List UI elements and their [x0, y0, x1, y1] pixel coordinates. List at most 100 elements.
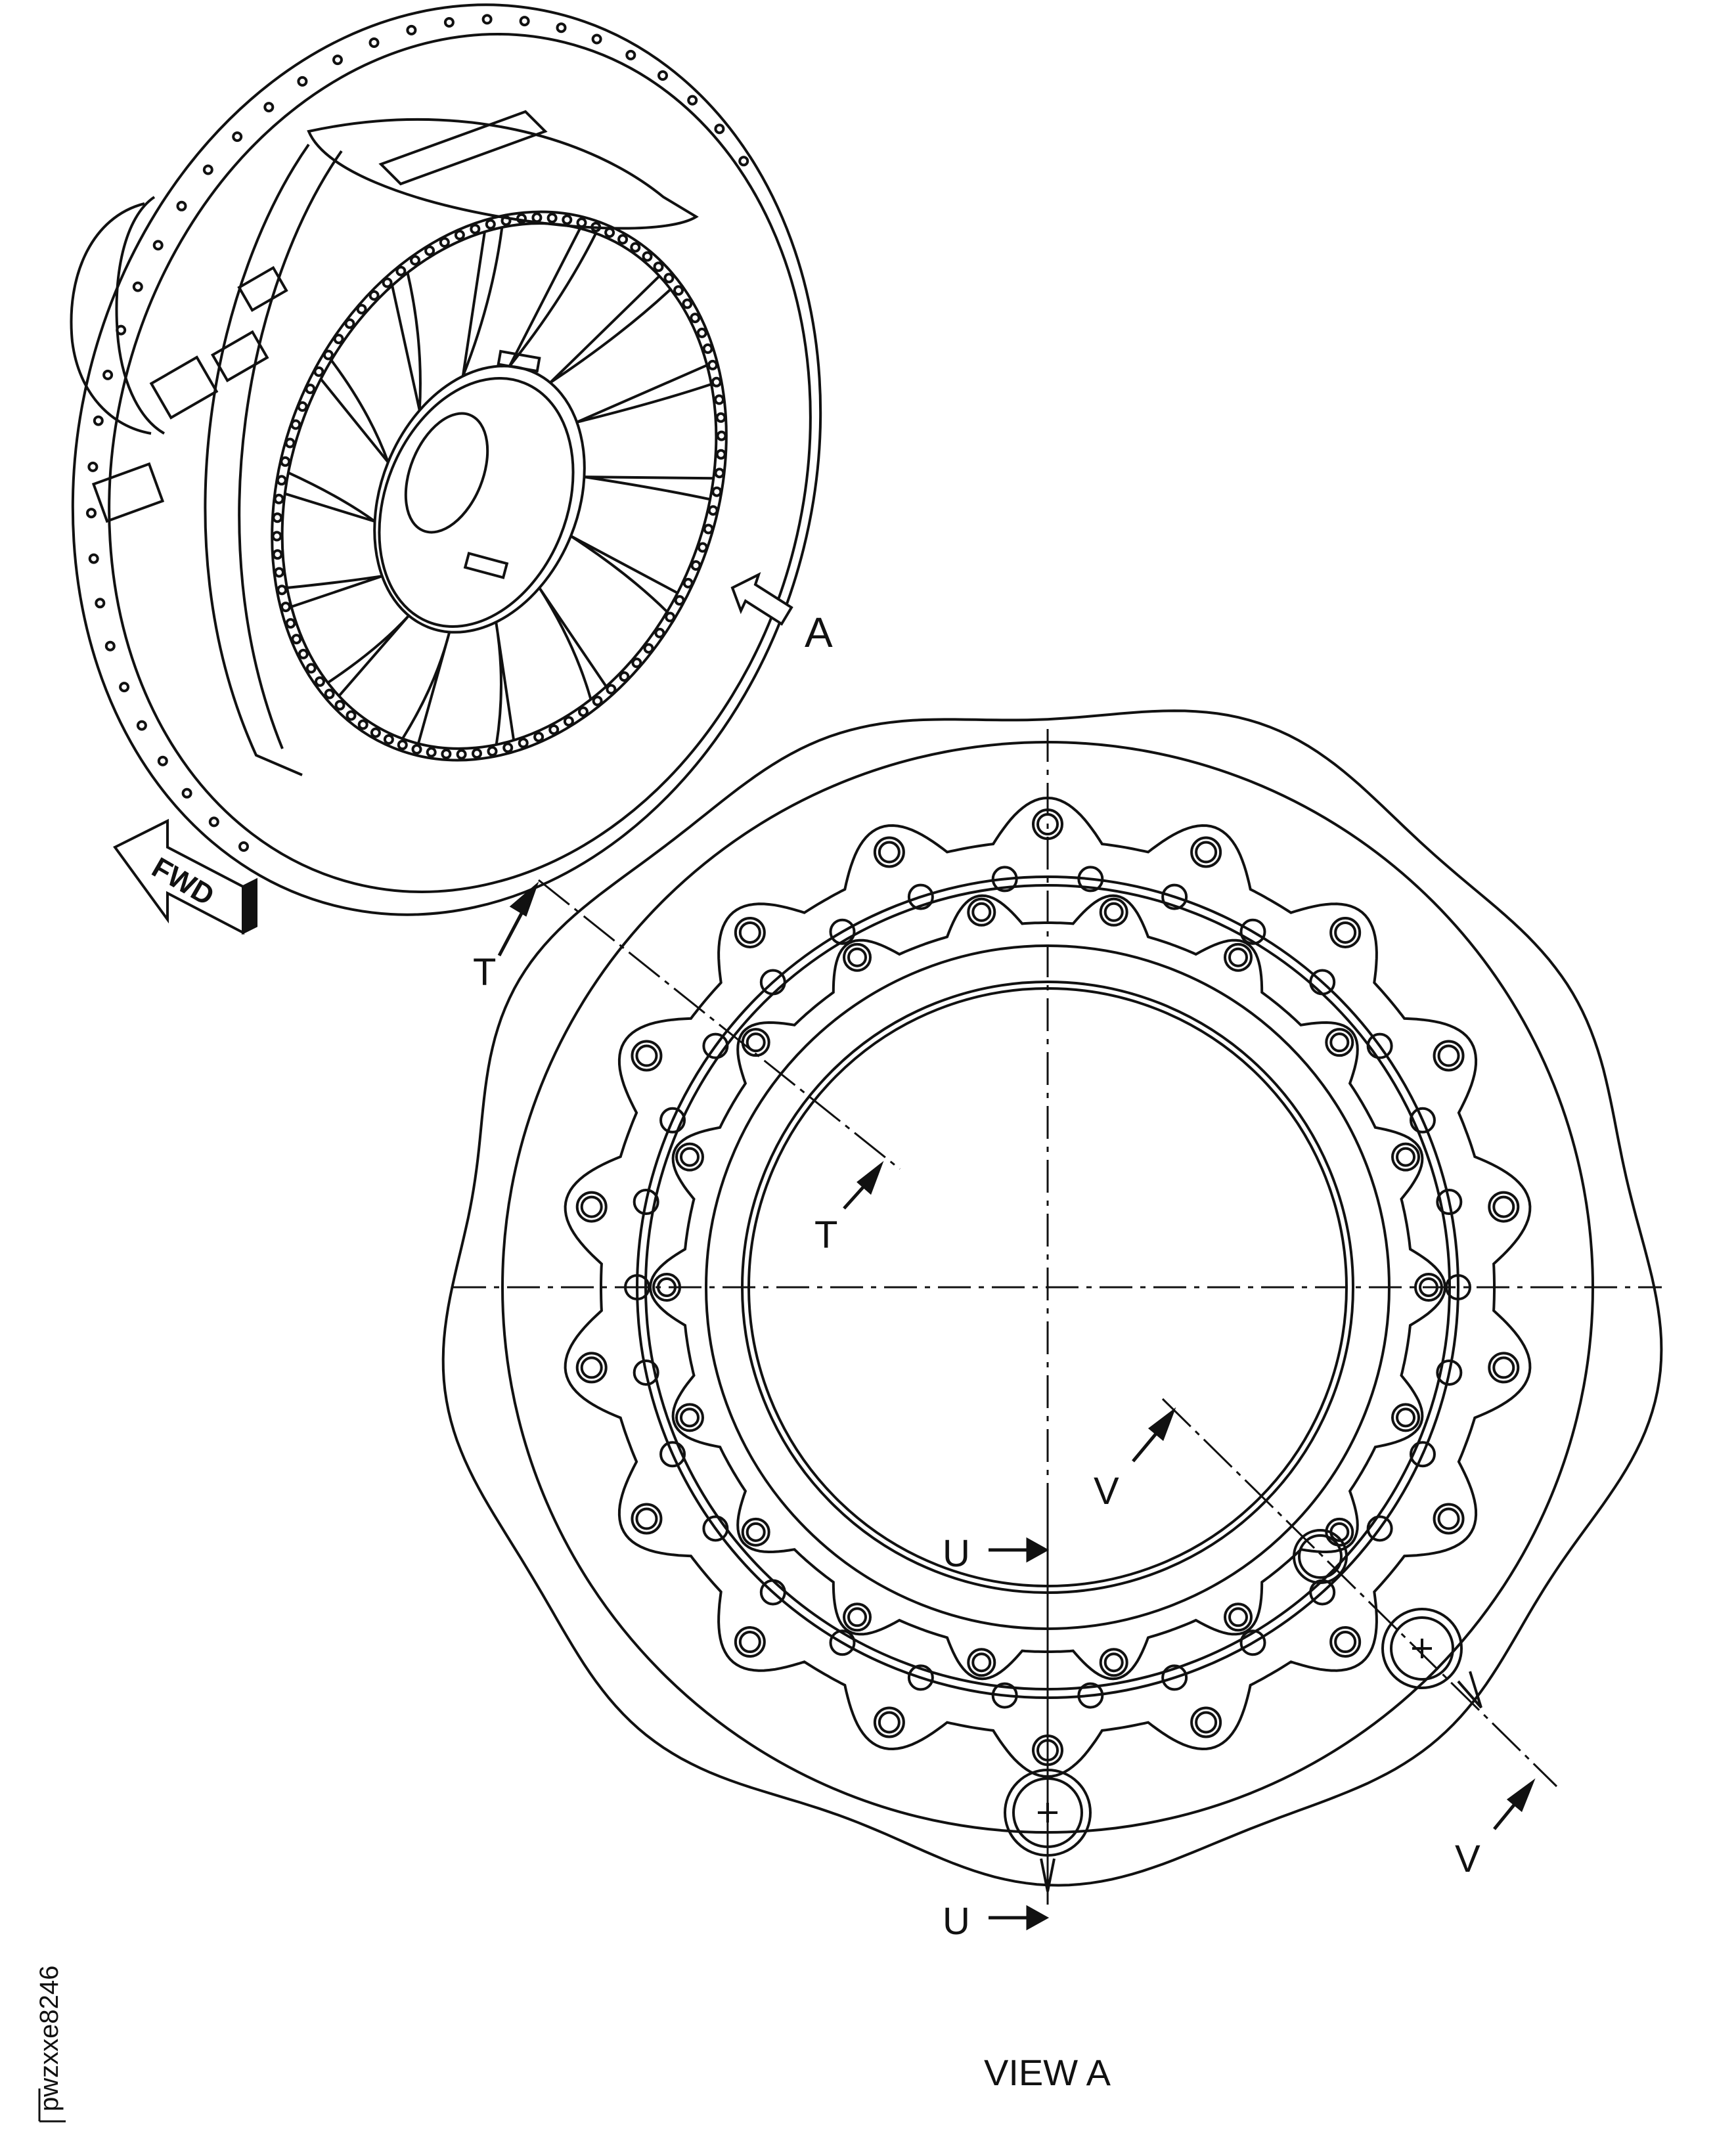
frame-bolt	[663, 273, 675, 284]
frame-bolt	[703, 523, 714, 535]
outer-bolt-hole-inner	[1195, 1711, 1218, 1734]
band-scallop	[759, 969, 786, 996]
frame-bolt	[707, 359, 718, 370]
outer-bolt-hole-inner	[878, 1711, 901, 1734]
frame-vane	[284, 471, 376, 523]
inner-bolt-hole-inner	[971, 902, 992, 922]
view-a-arrow-icon	[730, 572, 793, 626]
outer-bolt-hole	[873, 836, 905, 868]
band-scallop	[1409, 1441, 1436, 1468]
frame-vane	[538, 586, 608, 700]
outer-bolt-hole	[631, 1040, 663, 1072]
drum-fitting	[237, 265, 288, 313]
band-scallop	[1239, 1629, 1266, 1656]
inner-bolt-hole-inner	[679, 1147, 700, 1167]
frame-bolt	[711, 376, 722, 387]
view-a-arrow-label: A	[805, 609, 833, 656]
frame-bolt	[548, 724, 560, 735]
casing-bolt	[202, 164, 213, 175]
band-scallop	[1366, 1515, 1393, 1542]
frame-bolt	[411, 743, 422, 755]
casing-bolt	[519, 16, 530, 27]
inner-bolt-hole-inner	[1396, 1407, 1416, 1428]
frame-bolt	[395, 265, 407, 276]
band-scallop	[1077, 866, 1104, 893]
casing-bolt	[714, 123, 725, 135]
frame-bolt-row	[271, 212, 727, 760]
frame-bolt	[485, 219, 496, 230]
frame-bolt	[487, 745, 498, 757]
frame-vane	[401, 631, 451, 744]
band-scallop	[1309, 969, 1336, 996]
band-scallop	[907, 1664, 934, 1691]
front-frame-outer-ring-2	[280, 222, 718, 750]
band-scallop	[1366, 1032, 1393, 1059]
frame-bolt	[280, 602, 291, 613]
inner-bolt-hole	[967, 897, 996, 927]
band-scallop	[633, 1189, 659, 1216]
frame-bolt	[654, 627, 665, 638]
inner-bolt-hole-inner	[1103, 902, 1124, 922]
casing-bolt	[332, 55, 343, 66]
inner-bolt-hole-inner	[746, 1032, 766, 1053]
inner-bolt-hole	[1325, 1028, 1354, 1057]
casing-bolt	[88, 553, 99, 564]
outer-bolt-hole	[734, 916, 766, 948]
section-t-label-bottom: T	[814, 1214, 837, 1256]
hub-slot	[497, 349, 541, 373]
frame-bolt	[334, 699, 345, 711]
drum-fitting	[91, 462, 165, 523]
frame-bolt	[665, 611, 676, 623]
boss-right	[1381, 1608, 1463, 1689]
inner-bolt-hole	[1391, 1403, 1421, 1432]
outer-bolt-hole	[1190, 836, 1222, 868]
frame-bolt	[315, 676, 325, 687]
frame-bolt	[368, 290, 380, 301]
inner-bolt-hole-inner	[1396, 1147, 1416, 1167]
section-u-label-upper: U	[943, 1532, 970, 1575]
inner-bolt-hole	[1391, 1142, 1421, 1172]
casing-bolt	[119, 682, 130, 693]
frame-bolt	[711, 486, 723, 497]
inner-bolt-hole-inner	[1228, 947, 1248, 967]
casing-bolt	[102, 369, 114, 380]
frame-bolt	[716, 430, 727, 441]
view-title: VIEW A	[984, 2052, 1111, 2093]
casing-bolt	[406, 24, 417, 35]
casing-bolt	[238, 841, 249, 852]
band-scallop	[1239, 918, 1266, 945]
inner-bolt-hole	[1224, 1602, 1253, 1632]
frame-bolt	[356, 303, 367, 315]
inner-bolt-hole-inner	[847, 947, 867, 967]
figure-id-block: pwzxxe8246	[35, 1966, 66, 2123]
inner-bolt-hole	[1224, 942, 1253, 972]
frame-vane	[391, 272, 422, 411]
outer-bolt-hole	[873, 1706, 905, 1738]
frame-bolt	[370, 727, 381, 738]
band-scallop	[659, 1107, 686, 1134]
frame-bolt	[305, 663, 317, 674]
casing-bolt-row	[86, 14, 749, 852]
frame-vane	[286, 575, 383, 608]
inner-bolt-hole-inner	[746, 1522, 766, 1542]
frame-vane	[508, 227, 597, 367]
band-scallop	[1436, 1189, 1463, 1216]
frame-vane	[319, 359, 389, 464]
band-scallop	[1409, 1107, 1436, 1134]
outer-casing-outline	[441, 709, 1663, 1887]
frame-bolt	[592, 696, 603, 707]
casing-bolt	[657, 70, 668, 81]
frame-vane	[576, 364, 712, 424]
frame-bolt	[674, 595, 685, 606]
outer-bolt-hole-inner	[1437, 1044, 1460, 1067]
outer-bolt-hole	[1488, 1191, 1520, 1223]
casing-bolt	[116, 324, 127, 336]
inner-bolt-hole-inner	[1329, 1032, 1350, 1053]
frame-bolt	[454, 229, 465, 240]
inner-bolt-hole	[843, 942, 872, 972]
frame-bolt	[357, 719, 368, 730]
frame-bolt	[714, 468, 725, 479]
casing-bolt	[208, 816, 219, 828]
drum-bracket	[378, 110, 548, 186]
